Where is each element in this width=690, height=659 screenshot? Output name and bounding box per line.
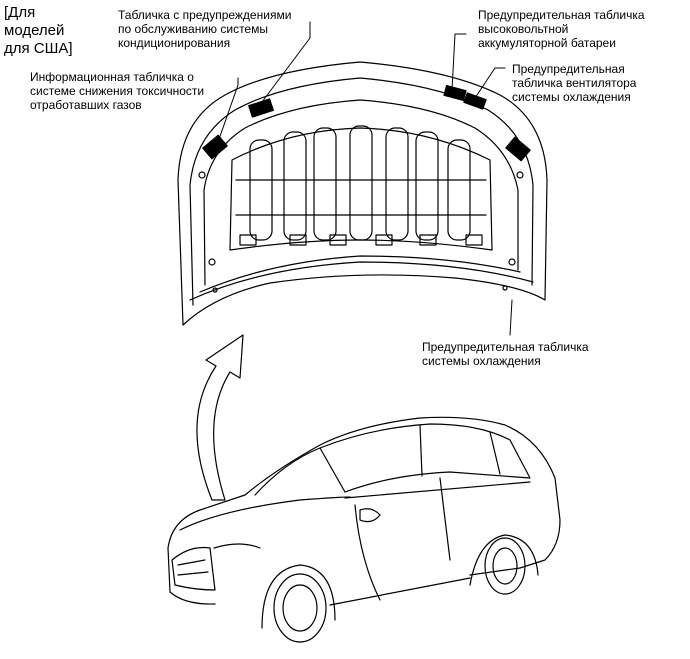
region-note-line3: для США]	[4, 40, 73, 57]
emission-info-line1: Информационная табличка о	[30, 70, 194, 84]
ac-warning-line3: кондиционирования	[118, 36, 231, 50]
cooling-plate-right	[505, 136, 531, 162]
cooling-fan-warning-label: Предупредительная табличка вентилятора с…	[512, 62, 636, 104]
emission-info-line3: отработавших газов	[30, 98, 142, 112]
region-note-line1: [Для	[4, 4, 36, 21]
ac-warning-line1: Табличка с предупреждениями	[118, 8, 292, 22]
ac-warning-plate	[248, 98, 274, 118]
emission-info-line2: системе снижения токсичности	[30, 84, 205, 98]
hv-battery-line2: высоковольтной	[478, 22, 569, 36]
cooling-system-line2: системы охлаждения	[422, 354, 541, 368]
region-note: [Для моделей для США]	[4, 4, 73, 58]
hood-illustration	[177, 61, 548, 326]
car-illustration	[167, 416, 561, 643]
lift-arrow	[196, 334, 244, 501]
emission-info-label: Информационная табличка о системе снижен…	[30, 70, 204, 112]
hv-battery-line3: аккумуляторной батареи	[478, 36, 616, 50]
cooling-system-warning-label: Предупредительная табличка системы охлаж…	[422, 340, 589, 368]
emission-plate	[202, 134, 228, 160]
hv-battery-warning-label: Предупредительная табличка высоковольтно…	[478, 8, 645, 50]
ac-warning-label: Табличка с предупреждениями по обслужива…	[118, 8, 291, 50]
cooling-fan-line1: Предупредительная	[512, 62, 625, 76]
cooling-fan-line3: системы охлаждения	[512, 90, 631, 104]
region-note-line2: моделей	[4, 22, 65, 39]
hv-battery-plate	[443, 84, 467, 102]
leader-lines	[217, 21, 513, 336]
warning-plates	[202, 84, 531, 162]
cooling-fan-plate	[463, 92, 487, 110]
cooling-system-line1: Предупредительная табличка	[422, 340, 589, 354]
ac-warning-line2: по обслуживанию системы	[118, 22, 268, 36]
hv-battery-line1: Предупредительная табличка	[478, 8, 645, 22]
cooling-fan-line2: табличка вентилятора	[512, 76, 637, 90]
